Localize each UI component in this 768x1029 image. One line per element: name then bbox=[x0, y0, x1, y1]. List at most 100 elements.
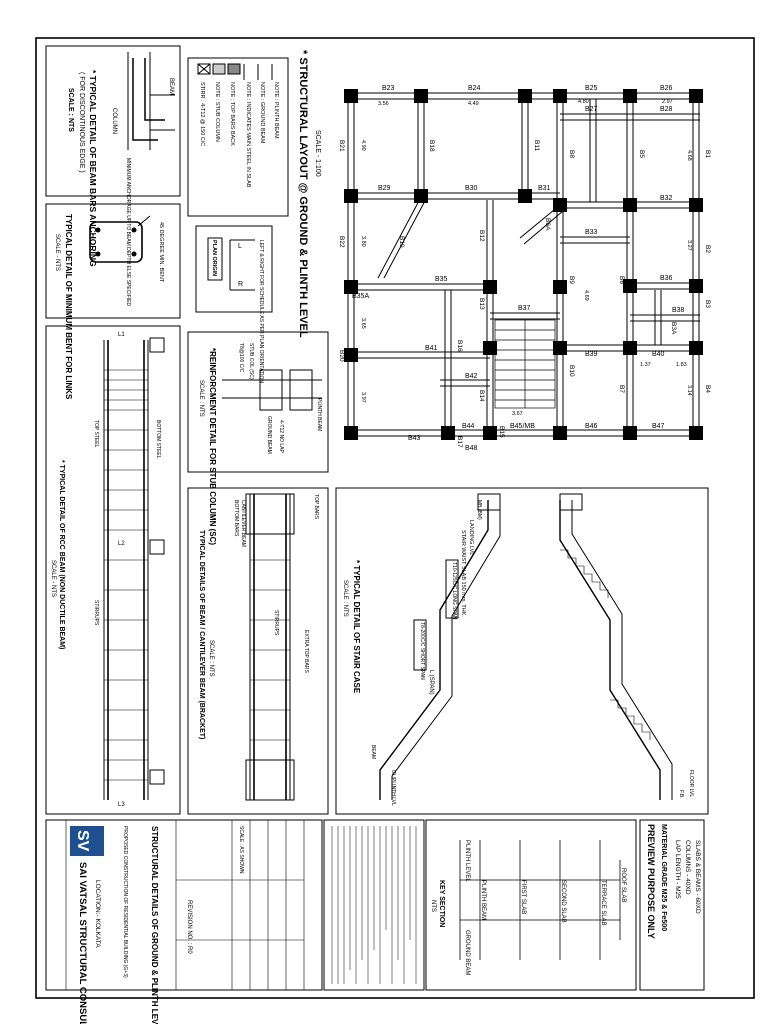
stub-title: *REINFORCMENT DETAIL FOR STUB COLUMN (SC… bbox=[208, 348, 217, 545]
beam-scale: SCALE - NTS bbox=[50, 560, 56, 597]
beam-label: B7 bbox=[618, 385, 625, 393]
beam-label: B35 bbox=[435, 276, 448, 283]
title-block: SV SAI VATSAL STRUCTURAL CONSULTANTS LOC… bbox=[45, 819, 323, 1029]
beam-label: B19 bbox=[398, 236, 405, 248]
stair-title: * TYPICAL DETAIL OF STAIR CASE bbox=[352, 560, 361, 694]
plan-scale: SCALE - 1:100 bbox=[314, 130, 321, 177]
stair-label: T8-200C/C SHORT SPAN bbox=[419, 622, 425, 680]
main-plan: * STRUCTURAL LAYOUT @ GROUND & PLINTH LE… bbox=[297, 50, 711, 452]
dim-label: 4.49 bbox=[468, 101, 479, 107]
beam-label: B25 bbox=[585, 85, 598, 92]
key-label: PLINTH BEAM bbox=[480, 880, 486, 920]
links-title: TYPICAL DETAIL OF MINIMUM BENT FOR LINKS bbox=[64, 214, 73, 400]
dim-label: 4.90 bbox=[360, 140, 366, 151]
anchor-sub: ( FOR DISCONTINOUS EDGE ) bbox=[78, 72, 85, 173]
beam-label: B26 bbox=[660, 85, 673, 92]
key-label: FIRST SLAB bbox=[520, 880, 526, 914]
dim-label: 1.83 bbox=[676, 362, 687, 368]
beam-label: B33 bbox=[585, 229, 598, 236]
beam-label: B38 bbox=[672, 307, 685, 314]
lap-slabs: SLABS & BEAMS - 60XD bbox=[694, 840, 701, 914]
beam-label: B5 bbox=[638, 150, 645, 158]
stub-scale: SCALE : NTS bbox=[198, 380, 204, 417]
beam-label: B28 bbox=[660, 106, 673, 113]
plan-orientation: PLAN ORIGIN L R LEFT & RIGHT FOR SCHEDUL… bbox=[195, 225, 273, 383]
beam-label: B10 bbox=[568, 365, 575, 377]
cant-label: STIRRUPS bbox=[273, 610, 279, 636]
beam-label: B32 bbox=[660, 195, 673, 202]
beam-label: B21 bbox=[338, 140, 345, 152]
beam-label: B31 bbox=[538, 185, 551, 192]
stair-block bbox=[494, 319, 556, 409]
cant-label: CANTILEVER BEAM bbox=[240, 500, 246, 547]
lap-length: LAP LENGTH - M25 bbox=[674, 840, 681, 899]
beam-label: B47 bbox=[652, 423, 665, 430]
note-stub: NOTE : STUB COLUMN bbox=[214, 82, 220, 142]
beam-label: B9 bbox=[568, 276, 575, 284]
orient-r: R bbox=[238, 281, 243, 288]
dim-label: 4.80 bbox=[578, 99, 589, 105]
beam-label: B42 bbox=[465, 373, 478, 380]
lap-columns: COLUMNS - 40XD bbox=[684, 840, 691, 895]
beam-label: B13 bbox=[478, 298, 485, 310]
note-ground-beam: NOTE : GROUND BEAM bbox=[259, 82, 265, 144]
beam-label: B44 bbox=[462, 423, 475, 430]
cant-scale: SCALE : NTS bbox=[208, 640, 214, 677]
dim-label: 3.14 bbox=[686, 385, 692, 396]
preview-stamp: PREVIEW PURPOSE ONLY bbox=[646, 824, 656, 939]
dim-label: 3.27 bbox=[686, 240, 692, 251]
dim-label: 3.80 bbox=[360, 236, 366, 247]
beam-label: B46 bbox=[585, 423, 598, 430]
beam-label: B48 bbox=[465, 445, 478, 452]
beam-label: B20 bbox=[338, 350, 345, 362]
cant-label: TOP BARS bbox=[313, 494, 319, 520]
stub-label: 4-T12 NO LAP bbox=[278, 420, 284, 453]
stair-label: T10-125C/C LONG SPAN bbox=[451, 562, 457, 620]
beam-title: * TYPICAL DETAIL OF RCC BEAM (NON DUCTIL… bbox=[58, 460, 65, 649]
anchor-column-label: COLUMN bbox=[111, 108, 117, 134]
beam-label: B37 bbox=[518, 305, 531, 312]
beam-label: B14 bbox=[478, 390, 485, 402]
key-scale: NTS bbox=[430, 900, 436, 912]
stair-detail: * TYPICAL DETAIL OF STAIR CASE SCALE : N… bbox=[335, 487, 709, 815]
anchor-title: * TYPICAL DETAIL OF BEAM BARS ANCHORING bbox=[88, 70, 98, 267]
material-block: PREVIEW PURPOSE ONLY MATERIAL GRADE M25 … bbox=[639, 819, 705, 991]
beam-stirrups: STIRRUPS bbox=[93, 600, 99, 626]
beam-label: B45/MB bbox=[510, 423, 535, 430]
stub-label: PLINTH BEAM bbox=[316, 398, 322, 431]
note-top-bars: NOTE : TOP BARS BACK bbox=[229, 82, 235, 146]
orient-note: LEFT & RIGHT FOR SCHEDULE AS PER PLAN OR… bbox=[258, 240, 264, 383]
beam-label: B40 bbox=[652, 351, 665, 358]
beam-label: B16 bbox=[456, 340, 463, 352]
key-label: PLINTH LEVEL bbox=[464, 840, 470, 882]
anchor-scale: SCALE : NTS bbox=[67, 88, 74, 132]
beam-label: B15 bbox=[498, 426, 505, 438]
beam-l1: L1 bbox=[118, 332, 125, 338]
links-note: 45 DEGREE MIN. BENT bbox=[158, 222, 164, 283]
anchor-beam-label: BEAM bbox=[168, 78, 174, 95]
stub-detail: *REINFORCMENT DETAIL FOR STUB COLUMN (SC… bbox=[187, 331, 329, 545]
beam-label: B6A bbox=[544, 218, 551, 231]
plan-title: * STRUCTURAL LAYOUT @ GROUND & PLINTH LE… bbox=[297, 50, 309, 338]
stair-scale: SCALE : NTS bbox=[342, 580, 348, 617]
dim-label: 1.37 bbox=[640, 362, 651, 368]
project-name: PROPOSED CONSTRUCTION OF RESIDENTIAL BUI… bbox=[122, 826, 128, 978]
key-section: ROOF SLAB TERRACE SLAB SECOND SLAB FIRST… bbox=[425, 819, 637, 991]
plan-origin-label: PLAN ORIGIN bbox=[211, 240, 217, 276]
stub-label: GROUND BEAM bbox=[266, 416, 272, 454]
beam-label: B4 bbox=[704, 385, 711, 393]
beam-label: B30 bbox=[465, 185, 478, 192]
beam-label: B41 bbox=[425, 345, 438, 352]
cantilever-detail: TOP BARS BOTTOM BARS CANTILEVER BEAM EXT… bbox=[187, 487, 329, 815]
beam-label: B3A bbox=[670, 322, 677, 335]
stair-label: FLOOR LVL bbox=[688, 770, 694, 797]
stair-label: BEAM bbox=[370, 745, 376, 759]
dim-label: 3.67 bbox=[512, 411, 523, 417]
orient-l: L bbox=[238, 243, 242, 250]
beam-label: B24 bbox=[468, 85, 481, 92]
note-plinth-beam: NOTE : PLINTH BEAM bbox=[273, 82, 279, 139]
stair-label: F.B. bbox=[678, 790, 684, 799]
anchor-note: MINIMUM ANCHORAGE UP TO BEAM DEPTH ELSE … bbox=[125, 158, 131, 306]
beam-top-steel: TOP STEEL bbox=[93, 420, 99, 448]
beam-label: B27 bbox=[585, 106, 598, 113]
